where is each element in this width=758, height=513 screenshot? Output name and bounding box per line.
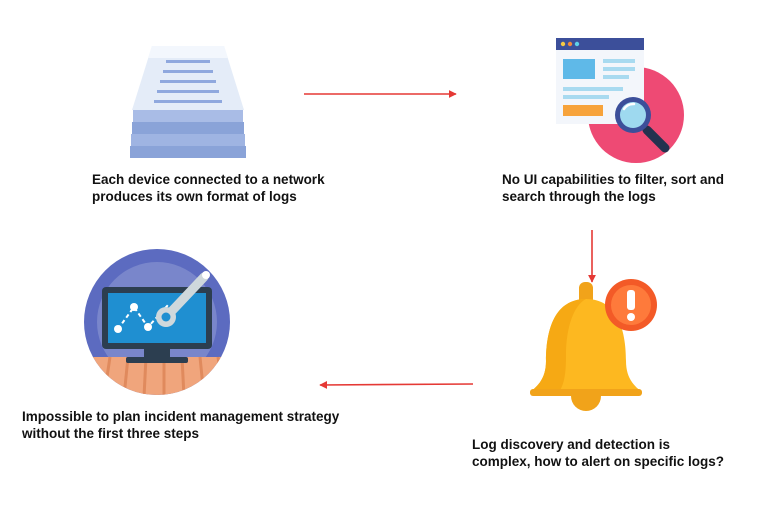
monitor-wrench-icon (84, 249, 230, 395)
step-4-caption: Impossible to plan incident management s… (22, 409, 340, 441)
search-browser-window-icon (556, 38, 684, 163)
step-1-caption: Each device connected to a network produ… (92, 172, 325, 204)
step-3-caption: Log discovery and detection is complex, … (472, 437, 725, 469)
arrow-step3-to-step4 (319, 380, 474, 389)
step-2-caption: No UI capabilities to filter, sort and s… (502, 172, 725, 204)
alert-bell-icon (530, 279, 657, 411)
log-files-stack-icon (130, 46, 246, 158)
